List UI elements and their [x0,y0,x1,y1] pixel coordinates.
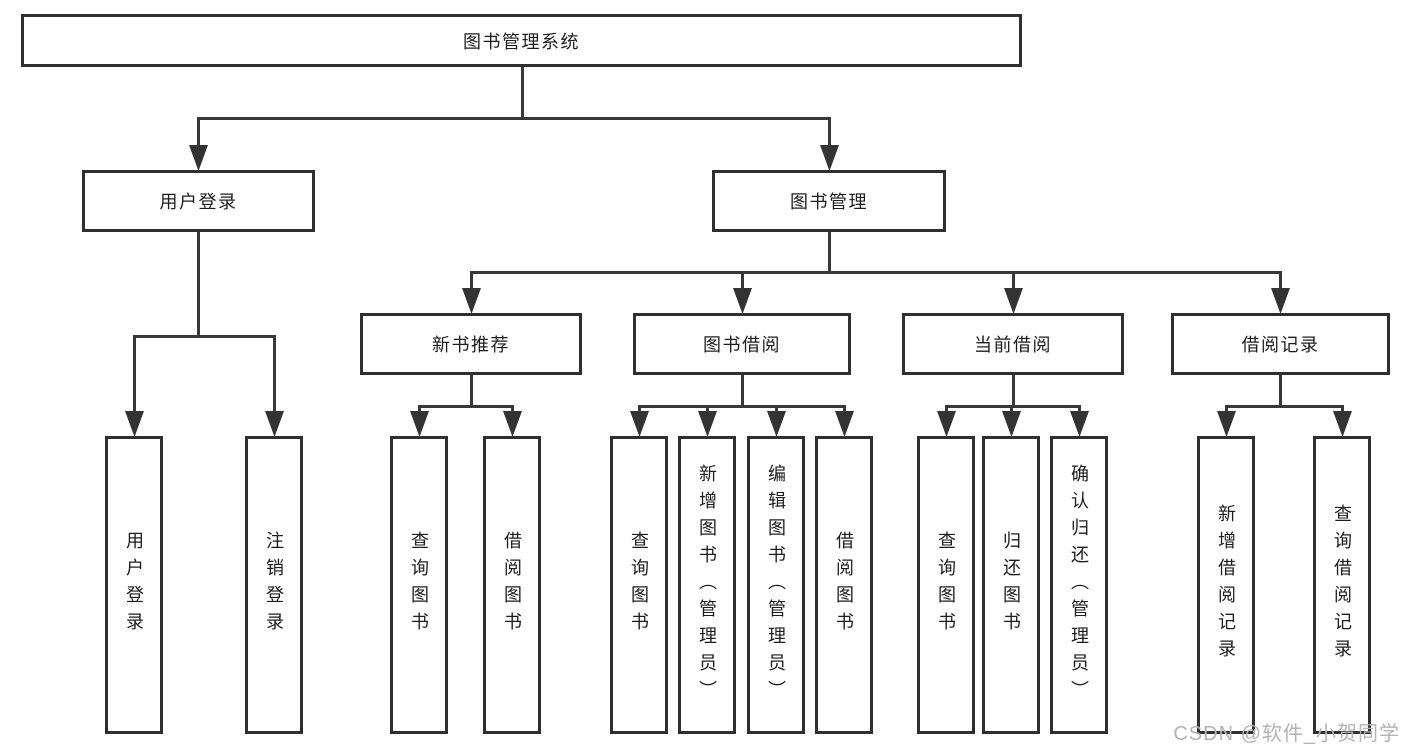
leaf-borrow-books-label: 借阅图书 [834,531,854,639]
connector-current-borrow-to-leaves [945,375,1081,412]
arrowhead [820,145,839,171]
connector-book-mgmt-to-level3 [470,232,1282,289]
leaf-confirm-return-admin: 确认归还（管理员） [1050,436,1108,734]
node-book-management-label: 图书管理 [790,192,868,212]
node-user-login: 用户登录 [82,170,315,232]
leaf-query-books-current: 查询图书 [917,436,975,734]
node-book-management: 图书管理 [712,170,946,232]
arrowhead [503,411,522,437]
node-new-book-recommend-label: 新书推荐 [432,335,510,355]
arrowhead [835,411,854,437]
leaf-add-borrow-record-label: 新增借阅记录 [1216,504,1236,666]
node-root-label: 图书管理系统 [463,31,580,52]
node-borrow-records: 借阅记录 [1171,313,1390,375]
node-book-borrow-label: 图书借阅 [703,335,781,355]
node-user-login-label: 用户登录 [159,192,238,212]
leaf-borrow-books-recommend-label: 借阅图书 [502,531,522,639]
leaf-add-book-admin-label: 新增图书（管理员） [697,463,717,707]
arrowhead [630,411,649,437]
arrowhead [1002,411,1021,437]
leaf-confirm-return-admin-label: 确认归还（管理员） [1069,463,1089,707]
connector-new-book-to-leaves [418,375,514,412]
leaf-logout: 注销登录 [245,436,303,734]
node-current-borrow-label: 当前借阅 [974,335,1052,355]
connector-root-to-level2 [197,67,831,146]
connector-book-borrow-to-leaves [638,375,846,412]
leaf-query-books-borrow: 查询图书 [610,436,668,734]
node-new-book-recommend: 新书推荐 [360,313,582,375]
leaf-add-borrow-record: 新增借阅记录 [1197,436,1255,734]
connector-borrow-records-to-leaves [1225,375,1344,412]
node-root: 图书管理系统 [21,14,1022,67]
leaf-logout-label: 注销登录 [264,531,284,639]
arrowhead [125,411,144,437]
arrowhead [189,145,208,171]
arrowhead [698,411,717,437]
leaf-query-borrow-record-label: 查询借阅记录 [1332,504,1352,666]
leaf-return-book-label: 归还图书 [1001,531,1021,639]
leaf-query-books-current-label: 查询图书 [936,531,956,639]
node-borrow-records-label: 借阅记录 [1241,335,1320,355]
node-current-borrow: 当前借阅 [902,313,1124,375]
arrowhead [767,411,786,437]
connector-user-login-to-leaves [133,232,276,412]
leaf-user-login-label: 用户登录 [124,531,144,639]
leaf-query-books-recommend-label: 查询图书 [409,531,429,639]
arrowhead [1271,288,1290,314]
arrowhead [733,288,752,314]
leaf-borrow-books-recommend: 借阅图书 [483,436,541,734]
leaf-return-book: 归还图书 [982,436,1040,734]
arrowhead [1070,411,1089,437]
leaf-query-books-recommend: 查询图书 [390,436,448,734]
leaf-borrow-books: 借阅图书 [815,436,873,734]
arrowhead [1004,288,1023,314]
leaf-query-borrow-record: 查询借阅记录 [1313,436,1371,734]
arrowhead [410,411,429,437]
leaf-user-login: 用户登录 [105,436,163,734]
leaf-query-books-borrow-label: 查询图书 [629,531,649,639]
csdn-watermark: CSDN @软件_小贺同学 [1173,723,1400,745]
arrowhead [265,411,284,437]
leaf-add-book-admin: 新增图书（管理员） [678,436,736,734]
arrowhead [462,288,481,314]
arrowhead [937,411,956,437]
leaf-edit-book-admin: 编辑图书（管理员） [747,436,805,734]
node-book-borrow: 图书借阅 [633,313,851,375]
arrowhead [1217,411,1236,437]
leaf-edit-book-admin-label: 编辑图书（管理员） [766,463,786,707]
arrowhead [1333,411,1352,437]
